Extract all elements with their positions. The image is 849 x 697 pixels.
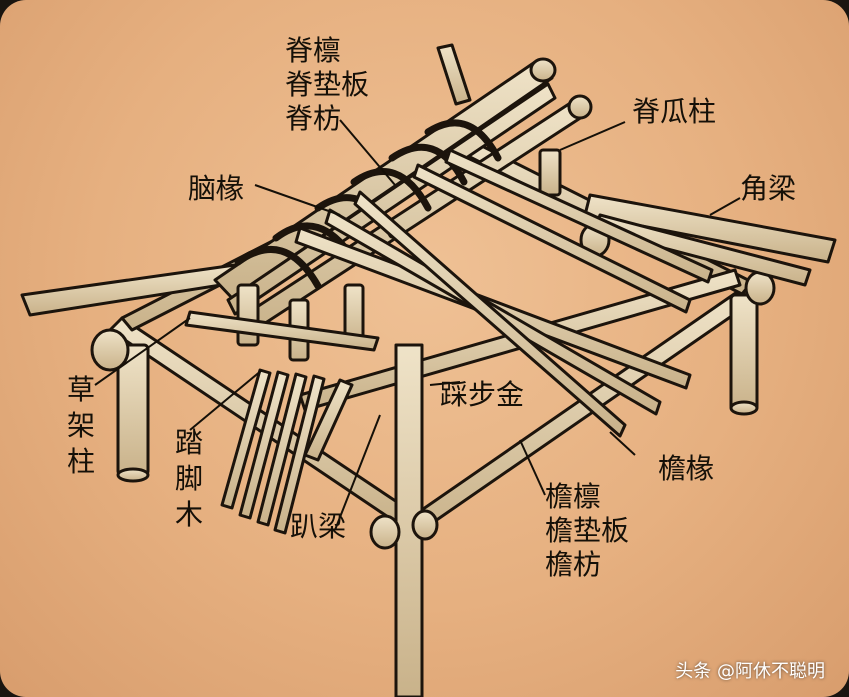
label-caibu-jin: 踩步金: [440, 378, 525, 411]
label-caojia-post: 草架柱: [66, 373, 95, 478]
tajiao-stick-3: [256, 372, 308, 527]
label-eave-tiebeam: 檐枋: [545, 548, 602, 581]
ridge-board: [226, 82, 557, 316]
column-right: [729, 293, 759, 412]
label-eave-board: 檐垫板: [545, 514, 630, 547]
caojia-post-a: [236, 283, 260, 347]
eave-rafter-5: [444, 148, 714, 284]
column-left-top: [116, 467, 150, 483]
column-right-top: [729, 400, 759, 416]
tajiao-stick-2: [238, 370, 290, 520]
label-eave-purlin: 檐檩: [545, 480, 602, 513]
tajiao-stick-1: [220, 368, 272, 510]
label-ridge-group: 脊檩 脊垫板 脊枋: [285, 34, 369, 136]
label-eave-group: 檐檩 檐垫板 檐枋: [545, 480, 629, 582]
label-naochuan: 脑椽: [188, 172, 245, 205]
label-pa-liang: 趴梁: [290, 510, 347, 543]
label-ridge-purlin: 脊檩: [285, 34, 342, 67]
label-ridge-board: 脊垫板: [285, 68, 370, 101]
eave-rafter-3: [353, 190, 627, 438]
ridge-purlin-end: [529, 57, 557, 83]
watermark: 头条 @阿休不聪明: [675, 661, 825, 682]
label-ridge-post: 脊瓜柱: [632, 95, 717, 128]
eave-rafter-4: [412, 163, 692, 314]
ridge-post: [538, 148, 562, 197]
ridge-post-top: [436, 43, 472, 106]
ridge-tiebeam-end: [567, 94, 593, 120]
label-corner-beam: 角梁: [740, 172, 797, 205]
label-eave-rafter: 檐椽: [658, 452, 715, 485]
label-ridge-tiebeam: 脊枋: [285, 102, 342, 135]
log-end-left: [90, 328, 130, 372]
pa-beam-stick: [303, 378, 354, 462]
corner-beam-right: [583, 193, 837, 264]
label-tajiao-mu: 踏脚木: [174, 426, 203, 531]
log-end-front-b: [411, 509, 439, 541]
tajiao-stick-4: [273, 374, 326, 535]
log-end-front: [369, 514, 401, 550]
